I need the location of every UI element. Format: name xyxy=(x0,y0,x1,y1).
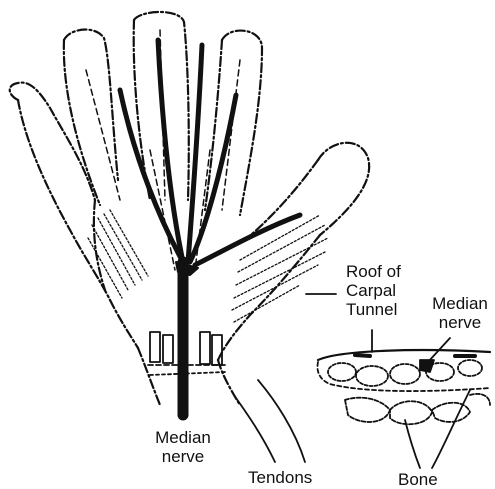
roof-label-line2: Carpal xyxy=(346,281,401,300)
median-nerve-section-label-line2: nerve xyxy=(426,313,494,332)
roof-of-carpal-tunnel-label: Roof of Carpal Tunnel xyxy=(346,262,401,319)
tendons-label: Tendons xyxy=(248,468,312,487)
tendons-leader-left xyxy=(236,398,275,462)
median-nerve-section-label-line1: Median xyxy=(426,294,494,313)
tendons-leader-right xyxy=(258,380,305,462)
muscle-hatching xyxy=(88,210,328,322)
bone-leader-left xyxy=(405,420,420,468)
hand-outline xyxy=(10,12,369,405)
bone-leader-right xyxy=(432,390,470,468)
median-nerve-hand-label-line2: nerve xyxy=(148,447,218,466)
median-nerve-section-label: Median nerve xyxy=(426,294,494,332)
roof-label-line1: Roof of xyxy=(346,262,401,281)
carpal-tunnel-cross-section xyxy=(318,350,491,424)
median-nerve-hand-label: Median nerve xyxy=(148,428,218,466)
bone-label: Bone xyxy=(398,470,438,489)
median-nerve-hand-label-line1: Median xyxy=(148,428,218,447)
roof-label-line3: Tunnel xyxy=(346,300,401,319)
